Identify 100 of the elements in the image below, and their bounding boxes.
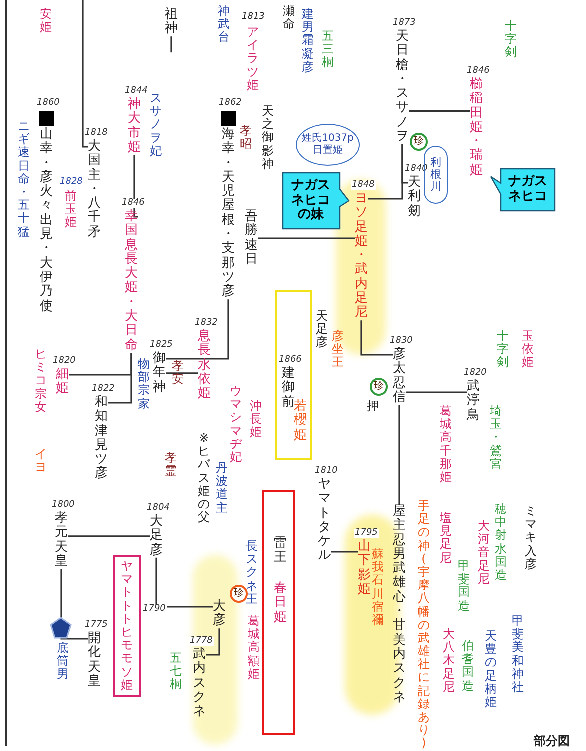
name-text: 葛城高額姫: [248, 615, 260, 681]
name-text: 建御前: [282, 367, 295, 410]
name-text: 幸国息長大姫・大日命: [125, 210, 138, 353]
name-text: イヨ: [35, 448, 47, 474]
note-text: 姓氏1037p: [302, 132, 354, 144]
year-label: 1810: [314, 467, 339, 476]
name-text: 開化天皇: [88, 632, 101, 690]
name-text: 櫛稲田姫・瑞姫: [470, 78, 483, 178]
circled-mark: 珍: [410, 133, 428, 151]
year-label: 1778: [189, 637, 214, 646]
callout-text: ナガスネヒコの妹: [290, 178, 332, 224]
name-text: 大足彦: [150, 515, 163, 558]
lineage-line: [156, 558, 213, 608]
lineage-line: [406, 392, 467, 394]
year-label: 1846: [466, 67, 491, 76]
name-text: 祖神: [165, 8, 178, 37]
year-label: 1846: [121, 199, 146, 208]
name-text: 天日槍・スサノヲ: [396, 30, 409, 144]
lineage-line: [409, 110, 470, 112]
caption-text: 部分図: [534, 733, 570, 750]
year-label: 1820: [463, 369, 488, 378]
name-text: 丹波道主: [216, 462, 228, 515]
lineage-line: [398, 405, 400, 505]
lineage-line: [258, 238, 355, 240]
name-text: 物部宗家: [138, 358, 150, 411]
lineage-line: [134, 155, 138, 218]
name-text: 埼玉・鷲宮: [490, 405, 502, 471]
name-text: 孝霊: [165, 452, 177, 478]
year-label: 1862: [218, 99, 243, 108]
name-text: 安姫: [40, 8, 52, 34]
year-label: 1800: [51, 501, 76, 510]
name-text: 甲斐国造: [458, 560, 470, 613]
name-text: 春日姫: [274, 582, 287, 625]
circled-mark: 珍: [370, 378, 388, 396]
name-text: 建男霜凝彦: [302, 8, 314, 74]
lineage-line: [402, 144, 408, 184]
year-label: 1873: [392, 19, 417, 28]
callout-bubble: [282, 172, 350, 230]
name-text: 大彦: [213, 600, 226, 629]
name-text: 沖長姫: [250, 400, 262, 440]
name-text: 海幸・天児屋根・支那ツ彦: [222, 128, 235, 300]
year-label: 1818: [84, 129, 109, 138]
lineage-line: [68, 536, 150, 538]
name-text: 十字剣: [497, 330, 509, 370]
name-text: ヤマトトトヒモモソ姫: [121, 560, 133, 692]
name-text: 底筒男: [57, 642, 69, 682]
name-text: 武内スクネ: [193, 648, 206, 720]
name-text: 瀬命: [283, 5, 295, 32]
name-text: 押: [367, 400, 379, 414]
note-text: 利根川: [430, 156, 442, 194]
name-text: 神大市姫: [128, 98, 141, 156]
name-text: 孝昭: [240, 125, 252, 152]
year-label: 1790: [142, 605, 167, 614]
name-text: 和知津見ツ彦: [95, 396, 108, 482]
name-text: 屋主忍男武雄心・甘美内スクネ: [393, 505, 406, 706]
name-text: 塩見足尼: [440, 512, 452, 565]
lineage-line: [60, 569, 88, 640]
year-label: 1830: [389, 337, 414, 346]
name-text: 孝安: [172, 360, 184, 386]
outline-frame: [275, 290, 312, 460]
name-text: 武渟鳥: [467, 380, 480, 423]
name-text: 彦坐王: [332, 330, 344, 370]
name-text: 神武台: [218, 5, 230, 45]
name-text: 蘇我石川宿禰: [372, 548, 384, 628]
name-text: ヨソ足姫・武内足尼: [355, 192, 368, 321]
name-text: 天足彦: [316, 310, 328, 350]
name-text: 玉依姫: [522, 330, 534, 370]
lineage-line: [166, 300, 230, 360]
name-text: アイラツ姫: [247, 26, 259, 92]
lineage-line: [331, 551, 358, 553]
name-text: 雷王: [274, 537, 287, 566]
name-text: ヒミコ宗女: [35, 348, 47, 414]
name-text: 山幸・彦火々出見・大伊乃使: [40, 128, 53, 314]
name-box: [113, 555, 141, 697]
name-text: 長スクネ王: [246, 540, 258, 606]
callout-bubble: [490, 168, 556, 212]
name-text: 細姫: [56, 368, 69, 397]
year-label: 1828: [60, 178, 83, 187]
year-label: 1832: [194, 319, 219, 328]
lineage-line: [360, 320, 393, 356]
year-label: 1822: [91, 385, 116, 394]
callout-text: ナガスネヒコ: [508, 175, 548, 205]
year-label: 1848: [351, 181, 376, 190]
outline-frame: [262, 490, 295, 735]
year-label: 1866: [278, 356, 303, 365]
year-label: 1844: [124, 87, 149, 96]
lineage-line: [82, 0, 88, 148]
name-text: 手足の神(宇摩八幡の武雄社に記録あり): [418, 500, 430, 751]
lineage-line: [69, 352, 132, 376]
name-text: 前玉姫: [65, 190, 77, 230]
lineage-line: [170, 36, 172, 53]
circled-mark: 珍: [230, 585, 248, 603]
name-text: 天豊の足柄姫: [485, 630, 497, 710]
note-bubble: [296, 124, 360, 166]
year-label: 1775: [84, 621, 109, 630]
name-text: 若櫻姫: [294, 400, 307, 443]
name-text: 葛城高千那姫: [440, 405, 452, 484]
year-label: 1813: [242, 13, 265, 22]
name-text: ※ヒバス姫の父: [198, 432, 210, 524]
name-text: 彦太忍信: [393, 348, 406, 406]
